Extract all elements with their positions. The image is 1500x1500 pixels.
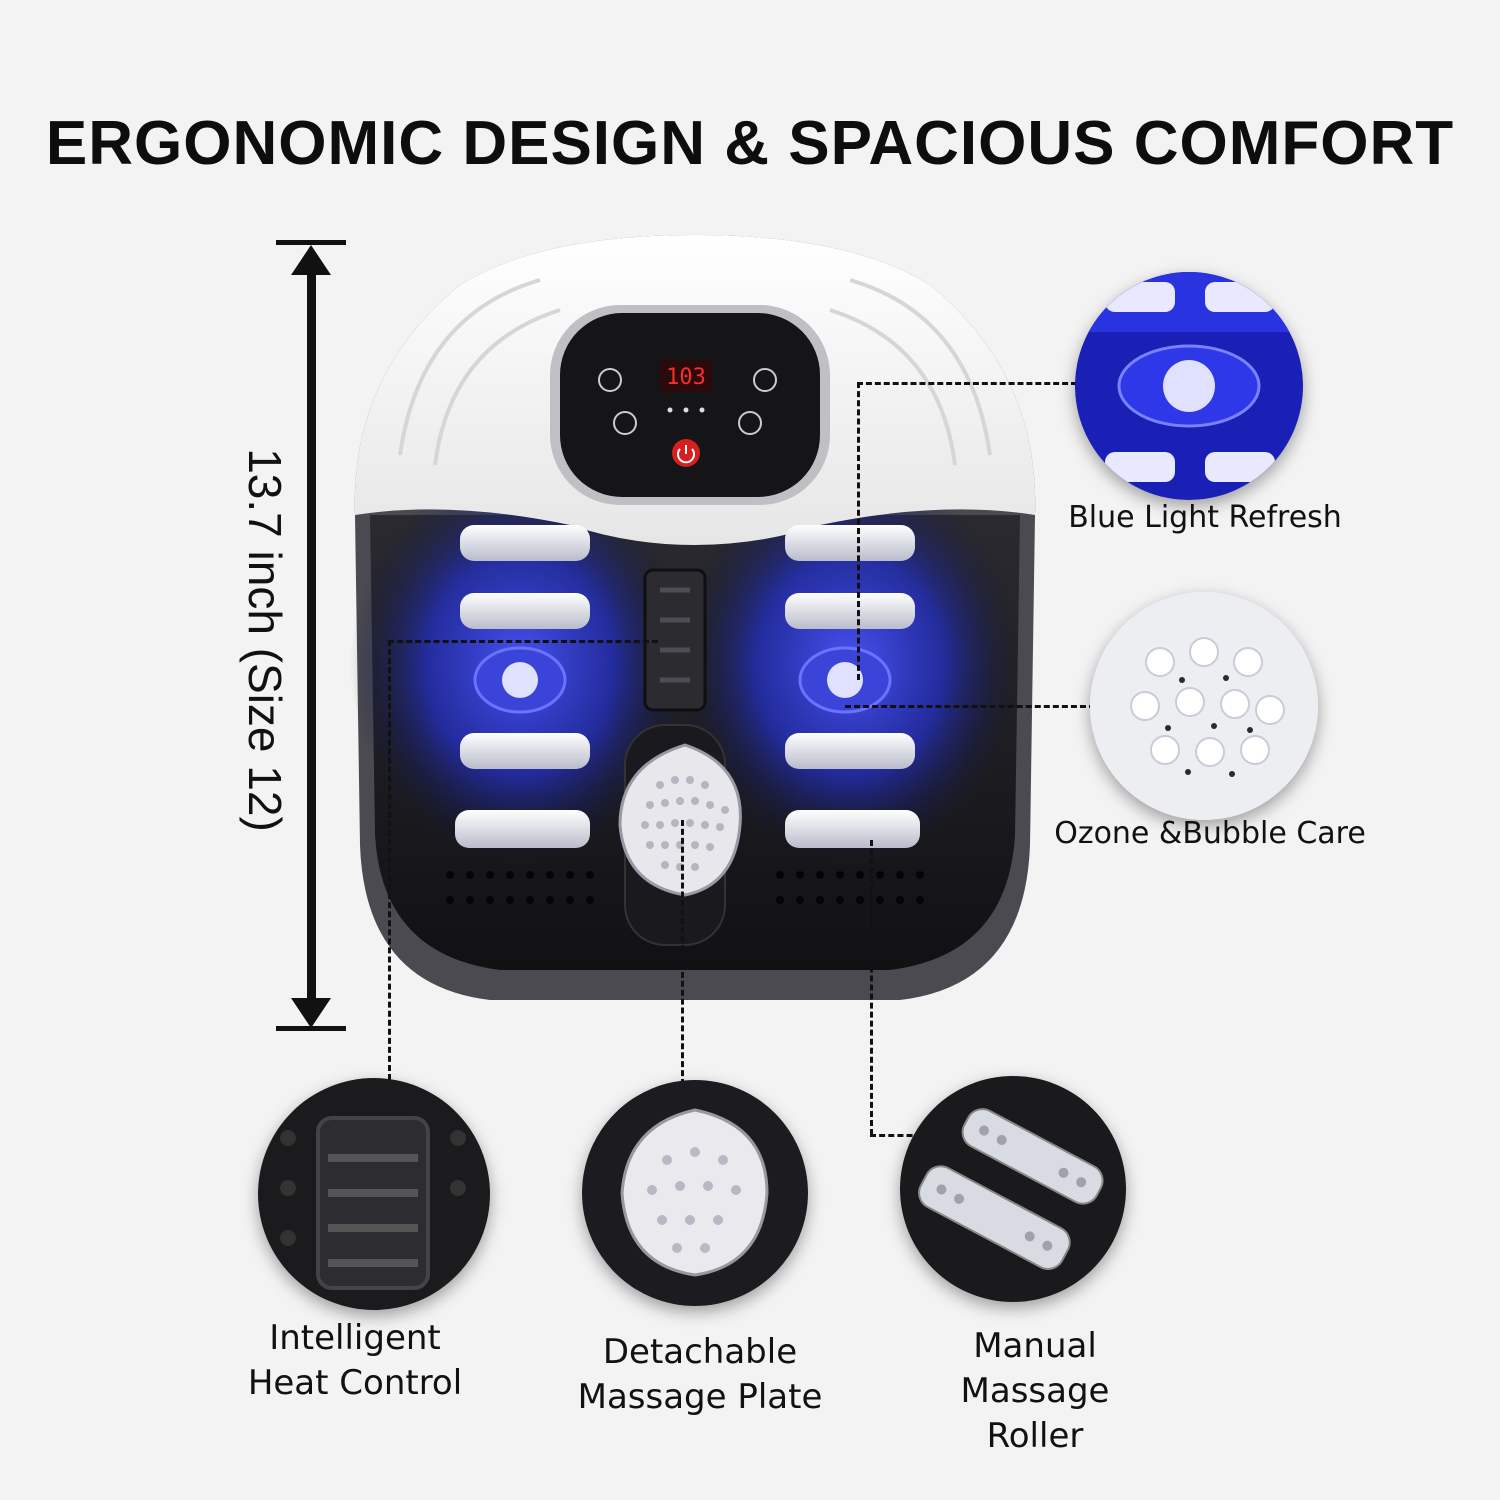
roller-label-line-3: Roller bbox=[986, 1416, 1084, 1456]
heat-label: Intelligent Heat Control bbox=[220, 1316, 490, 1406]
plate-label: Detachable Massage Plate bbox=[560, 1330, 840, 1420]
blue-light-detail-image bbox=[1075, 272, 1303, 500]
massage-plate bbox=[618, 743, 742, 897]
connector-ozone bbox=[845, 705, 1095, 708]
roller-detail-image bbox=[900, 1076, 1126, 1302]
basin-floor-texture bbox=[446, 871, 924, 904]
ozone-detail-image bbox=[1090, 592, 1318, 820]
panel-button-lower-right bbox=[738, 411, 762, 435]
temperature-readout: 103 bbox=[666, 365, 706, 390]
connector-heat bbox=[388, 640, 391, 1080]
dimension-text: 13.7 inch (Size 12) bbox=[239, 448, 291, 832]
dimension-top-cap bbox=[276, 240, 346, 245]
dimension-line bbox=[307, 262, 316, 1014]
rollers-right bbox=[785, 525, 920, 848]
connector-blue-light-vertical bbox=[857, 382, 860, 680]
heat-label-line-2: Heat Control bbox=[247, 1363, 463, 1403]
ozone-label: Ozone &Bubble Care bbox=[1054, 816, 1366, 851]
connector-plate bbox=[681, 820, 684, 1085]
blue-light-label: Blue Light Refresh bbox=[1068, 500, 1342, 535]
plate-label-line-2: Massage Plate bbox=[577, 1377, 823, 1417]
roller-label: Manual Massage Roller bbox=[900, 1324, 1170, 1459]
foot-spa-illustration: 103 bbox=[350, 235, 1036, 1000]
panel-button-left bbox=[598, 368, 622, 392]
heat-control-detail-image bbox=[258, 1078, 490, 1310]
dimension-arrow-down bbox=[291, 998, 331, 1028]
dimension-bottom-cap bbox=[276, 1026, 346, 1031]
temperature-display bbox=[660, 360, 712, 392]
plate-label-line-1: Detachable bbox=[602, 1332, 798, 1372]
roller-label-line-1: Manual bbox=[973, 1326, 1097, 1366]
panel-button-right bbox=[753, 368, 777, 392]
massage-plate-detail-image bbox=[582, 1080, 808, 1306]
panel-button-lower-left bbox=[613, 411, 637, 435]
headline: ERGONOMIC DESIGN & SPACIOUS COMFORT bbox=[45, 109, 1455, 178]
connector-heat-horizontal bbox=[388, 640, 658, 643]
control-panel bbox=[560, 313, 820, 497]
roller-label-line-2: Massage bbox=[960, 1371, 1110, 1411]
connector-roller bbox=[870, 840, 873, 1135]
connector-roller-horizontal bbox=[870, 1134, 940, 1137]
heat-label-line-1: Intelligent bbox=[269, 1318, 441, 1358]
connector-blue-light bbox=[857, 382, 1077, 385]
rollers-left bbox=[455, 525, 590, 848]
